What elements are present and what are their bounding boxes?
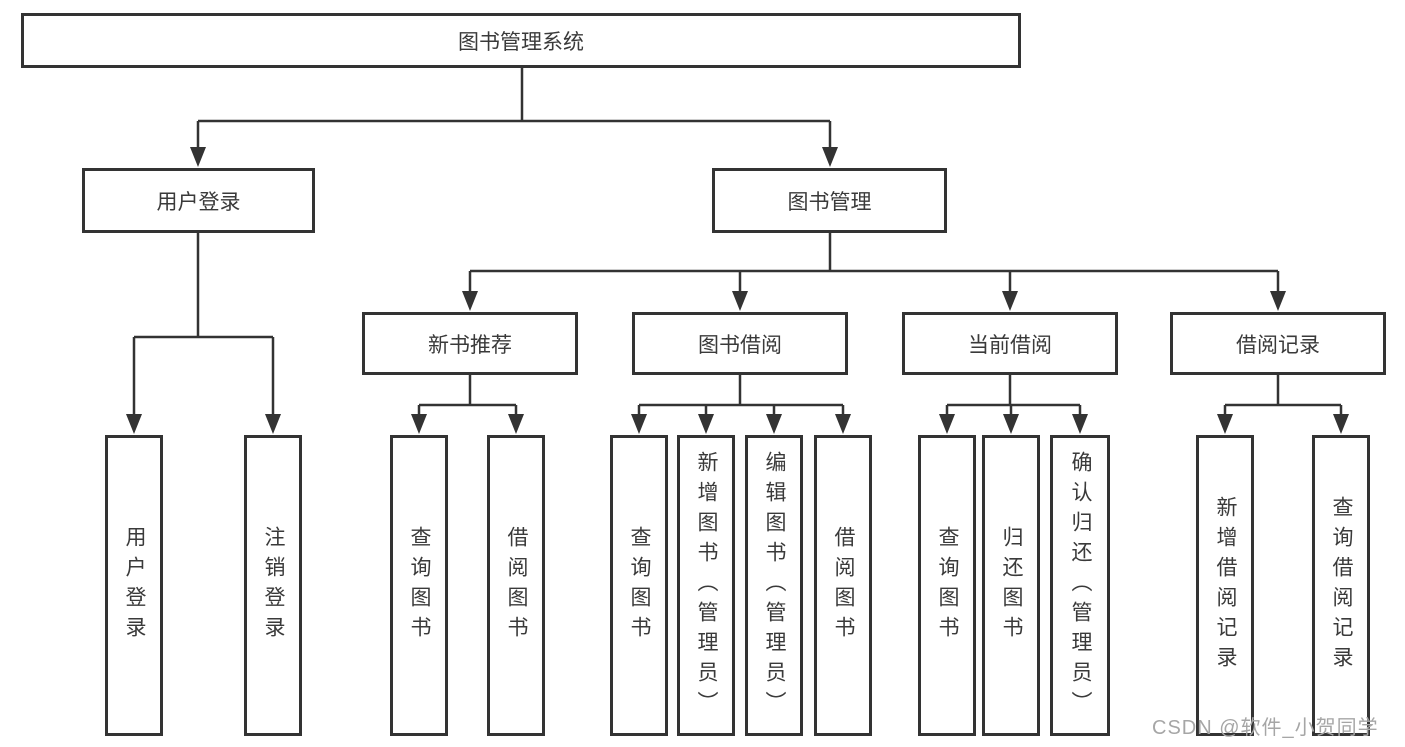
node-leaf-user-login-label: 用户登录	[123, 525, 146, 646]
node-leaf-borrow-books-a-label: 借阅图书	[505, 525, 528, 646]
node-leaf-query-books-a: 查询图书	[390, 435, 448, 736]
node-leaf-query-borrow-record-label: 查询借阅记录	[1330, 495, 1353, 676]
node-root-label: 图书管理系统	[458, 30, 584, 54]
node-book-management-label: 图书管理	[787, 190, 872, 214]
connector-new-book-recommend-to-leaves	[411, 375, 524, 434]
node-leaf-query-books-b-label: 查询图书	[628, 525, 651, 646]
node-leaf-add-book-admin-label: 新增图书（管理员）	[695, 450, 718, 721]
node-user-login-label: 用户登录	[156, 190, 241, 214]
node-new-book-recommend: 新书推荐	[362, 312, 578, 375]
node-leaf-user-login: 用户登录	[105, 435, 163, 736]
connector-book-management-to-level2	[462, 233, 1286, 311]
connector-borrowing-records-to-leaves	[1217, 375, 1349, 434]
node-leaf-confirm-return-admin-label: 确认归还（管理员）	[1069, 450, 1092, 721]
node-leaf-return-book-label: 归还图书	[1000, 525, 1023, 646]
node-new-book-recommend-label: 新书推荐	[428, 333, 512, 357]
node-leaf-logout: 注销登录	[244, 435, 302, 736]
node-leaf-query-borrow-record: 查询借阅记录	[1312, 435, 1370, 736]
node-leaf-borrow-books-b: 借阅图书	[814, 435, 872, 736]
node-book-management: 图书管理	[712, 168, 947, 233]
node-user-login: 用户登录	[82, 168, 315, 233]
node-borrowing-records-label: 借阅记录	[1236, 333, 1320, 357]
node-leaf-query-books-c: 查询图书	[918, 435, 976, 736]
node-book-borrowing: 图书借阅	[632, 312, 848, 375]
node-book-borrowing-label: 图书借阅	[698, 333, 782, 357]
node-leaf-borrow-books-b-label: 借阅图书	[832, 525, 855, 646]
node-leaf-borrow-books-a: 借阅图书	[487, 435, 545, 736]
node-leaf-add-borrow-record: 新增借阅记录	[1196, 435, 1254, 736]
node-leaf-query-books-c-label: 查询图书	[936, 525, 959, 646]
node-current-borrowing-label: 当前借阅	[968, 333, 1052, 357]
connector-book-borrowing-to-leaves	[631, 375, 851, 434]
node-leaf-query-books-b: 查询图书	[610, 435, 668, 736]
node-leaf-add-borrow-record-label: 新增借阅记录	[1214, 495, 1237, 676]
node-leaf-confirm-return-admin: 确认归还（管理员）	[1050, 435, 1110, 736]
node-leaf-logout-label: 注销登录	[262, 525, 285, 646]
node-leaf-edit-book-admin-label: 编辑图书（管理员）	[763, 450, 786, 721]
node-leaf-edit-book-admin: 编辑图书（管理员）	[745, 435, 803, 736]
node-borrowing-records: 借阅记录	[1170, 312, 1386, 375]
connector-root-to-level1	[190, 68, 838, 167]
csdn-watermark: CSDN @软件_小贺同学	[1152, 717, 1379, 739]
node-leaf-query-books-a-label: 查询图书	[408, 525, 431, 646]
connector-user-login-to-leaves	[126, 233, 281, 434]
node-leaf-add-book-admin: 新增图书（管理员）	[677, 435, 735, 736]
connector-current-borrowing-to-leaves	[939, 375, 1088, 434]
node-current-borrowing: 当前借阅	[902, 312, 1118, 375]
node-root: 图书管理系统	[21, 13, 1021, 68]
node-leaf-return-book: 归还图书	[982, 435, 1040, 736]
